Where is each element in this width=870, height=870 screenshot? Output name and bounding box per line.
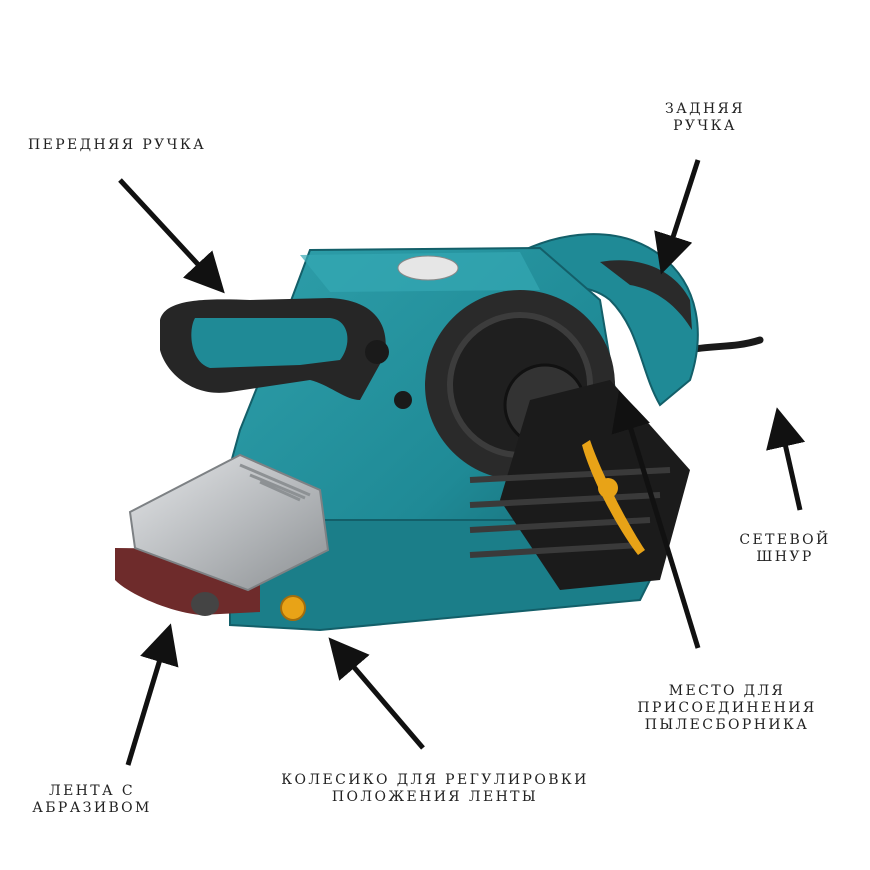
label-power-cord-line-1: СЕТЕВОЙ xyxy=(739,532,831,548)
arrow-front-handle xyxy=(118,178,225,294)
label-power-cord: СЕТЕВОЙ ШНУР xyxy=(735,532,835,566)
label-rear-handle-line-1: ЗАДНЯЯ xyxy=(665,101,745,117)
label-abrasive-belt: ЛЕНТА С АБРАЗИВОМ xyxy=(22,783,162,817)
label-tracking-wheel-line-1: КОЛЕСИКО ДЛЯ РЕГУЛИРОВКИ xyxy=(281,772,589,788)
spec-label xyxy=(397,255,459,281)
label-dust-port-line-1: МЕСТО ДЛЯ xyxy=(668,683,786,699)
label-abrasive-belt-line-2: АБРАЗИВОМ xyxy=(32,800,152,816)
label-abrasive-belt-line-1: ЛЕНТА С xyxy=(48,783,135,799)
rear-grip xyxy=(600,260,692,330)
label-dust-port-line-3: ПЫЛЕСБОРНИКА xyxy=(644,717,810,733)
arrow-dust-port xyxy=(611,390,701,649)
brand-logo-mark xyxy=(598,478,618,498)
tracking-knob xyxy=(280,595,306,621)
label-front-handle-line-1: ПЕРЕДНЯЯ РУЧКА xyxy=(28,137,207,153)
belt-sander-illustration xyxy=(115,233,764,632)
label-tracking-wheel-line-2: ПОЛОЖЕНИЯ ЛЕНТЫ xyxy=(331,789,539,805)
label-dust-port: МЕСТО ДЛЯ ПРИСОЕДИНЕНИЯ ПЫЛЕСБОРНИКА xyxy=(612,683,842,734)
label-front-handle: ПЕРЕДНЯЯ РУЧКА xyxy=(28,137,206,154)
label-rear-handle: ЗАДНЯЯ РУЧКА xyxy=(640,101,770,135)
arrows xyxy=(118,159,806,766)
arrow-rear-handle xyxy=(654,159,701,275)
brand-stripe xyxy=(582,440,645,555)
label-dust-port-line-2: ПРИСОЕДИНЕНИЯ xyxy=(637,700,817,716)
arrow-abrasive-belt xyxy=(125,623,179,766)
power-cord xyxy=(684,336,764,354)
label-power-cord-line-2: ШНУР xyxy=(756,549,814,565)
arrow-tracking-wheel xyxy=(328,637,425,750)
arrow-power-cord xyxy=(766,407,806,511)
label-rear-handle-line-2: РУЧКА xyxy=(673,118,737,134)
label-tracking-wheel: КОЛЕСИКО ДЛЯ РЕГУЛИРОВКИ ПОЛОЖЕНИЯ ЛЕНТЫ xyxy=(280,772,590,806)
